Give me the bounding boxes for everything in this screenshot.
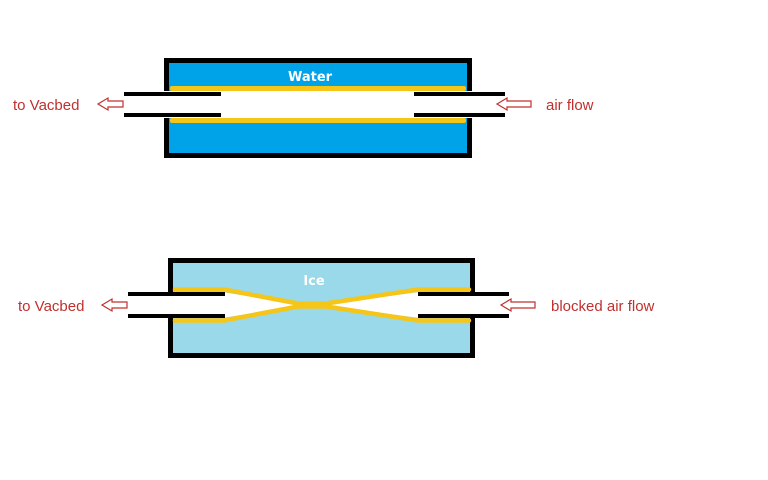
air-channel-left — [128, 295, 226, 315]
membrane-bottom — [170, 118, 466, 123]
left-pipe — [124, 92, 221, 117]
medium-label: Ice — [303, 274, 325, 289]
left-pipe — [128, 292, 225, 318]
blocked-air-flow-label: blocked air flow — [551, 298, 655, 315]
membrane-top — [172, 287, 472, 306]
arrow-left-outline-icon — [495, 96, 532, 112]
air-flow-label: air flow — [546, 97, 594, 114]
membrane-top — [170, 86, 466, 91]
medium-label: Water — [288, 70, 333, 85]
right-pipe — [418, 292, 509, 318]
arrow-left-outline-icon — [96, 96, 124, 112]
arrow-left-outline-icon — [499, 297, 536, 313]
air-channel-right — [418, 295, 510, 315]
to-vacbed-label: to Vacbed — [13, 97, 79, 114]
water-diagram: Water to Vacbed air flow — [13, 58, 594, 158]
to-vacbed-label: to Vacbed — [18, 298, 84, 315]
membrane-bottom — [172, 304, 472, 323]
ice-diagram: Ice to Vacbed blocked air flow — [18, 258, 655, 358]
arrow-left-outline-icon — [100, 297, 128, 313]
right-pipe — [414, 92, 505, 117]
